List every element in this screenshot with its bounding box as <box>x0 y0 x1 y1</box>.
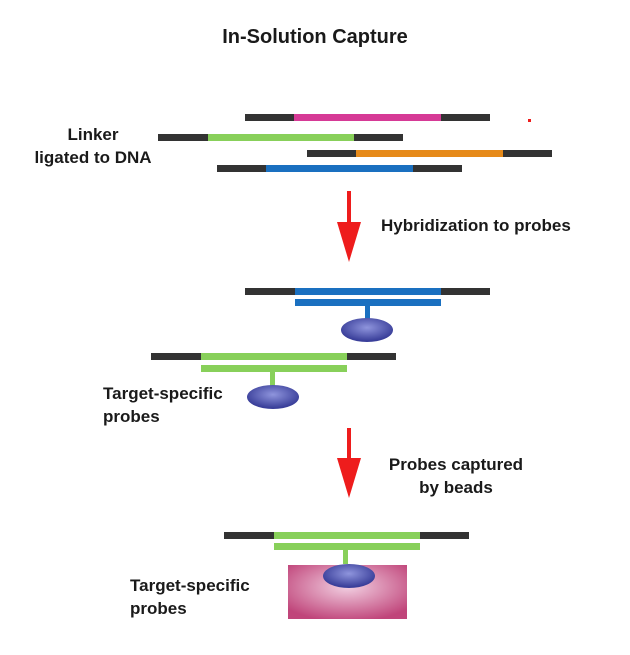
probe-green <box>201 365 347 372</box>
insert-green <box>274 532 420 539</box>
insert-magenta <box>294 114 441 121</box>
fragment-magenta <box>245 114 490 121</box>
probe-stem <box>343 550 348 564</box>
probe-stem <box>365 306 370 320</box>
target-probes-label-1-line2: probes <box>103 407 160 426</box>
target-probes-label-2-line2: probes <box>130 599 187 618</box>
fragment-blue <box>217 165 462 172</box>
insert-orange <box>356 150 503 157</box>
arrow-head <box>337 222 361 262</box>
bead <box>341 318 393 342</box>
insert-blue <box>266 165 413 172</box>
probes-captured-line1: Probes captured <box>388 455 524 474</box>
captured-complex <box>224 532 469 619</box>
hybridization-label: Hybridization to probes <box>381 216 571 235</box>
arrow-shaft <box>347 191 351 226</box>
fragment-orange <box>307 150 552 157</box>
arrow-shaft <box>347 428 351 463</box>
target-probes-label-2: Target-specific probes <box>130 574 250 620</box>
probe-blue <box>295 299 441 306</box>
probes-captured-label: Probes captured by beads <box>371 453 541 499</box>
hybridized-blue <box>245 288 490 342</box>
fragment-green <box>158 134 403 141</box>
target-probes-label-1-line1: Target-specific <box>103 384 223 403</box>
down-arrow-2 <box>337 428 361 498</box>
probe-green <box>274 543 420 550</box>
bead <box>247 385 299 409</box>
insert-green <box>201 353 347 360</box>
arrow-head <box>337 458 361 498</box>
hybridized-green <box>151 353 396 409</box>
linker-ligated-fragments <box>158 114 552 172</box>
diagram-title: In-Solution Capture <box>222 26 408 48</box>
insert-blue <box>295 288 441 295</box>
insert-green <box>208 134 354 141</box>
probes-captured-line2: by beads <box>419 478 493 497</box>
red-dot <box>528 119 531 122</box>
target-probes-label-2-line1: Target-specific <box>130 576 250 595</box>
linker-label-line2: ligated to DNA <box>34 148 152 167</box>
linker-label: Linker ligated to DNA <box>18 123 168 169</box>
target-probes-label-1: Target-specific probes <box>103 382 223 428</box>
down-arrow-1 <box>337 191 361 262</box>
linker-label-line1: Linker <box>67 125 119 144</box>
bead <box>323 564 375 588</box>
probe-stem <box>270 372 275 386</box>
